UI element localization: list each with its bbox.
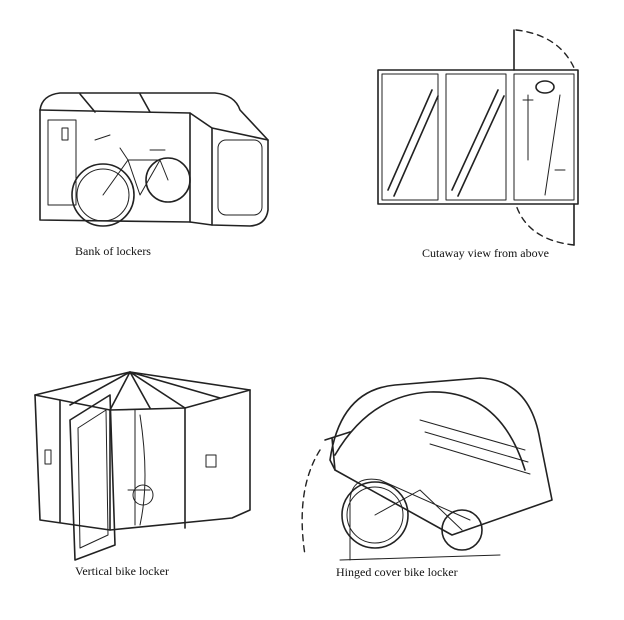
caption-vertical-bike-locker: Vertical bike locker — [75, 564, 169, 578]
caption-bank-of-lockers: Bank of lockers — [75, 244, 151, 258]
cutaway-view-drawing — [377, 29, 579, 246]
caption-hinged-cover-bike-locker: Hinged cover bike locker — [336, 565, 458, 579]
caption-cutaway-view: Cutaway view from above — [422, 246, 549, 260]
hinged-cover-drawing — [301, 377, 553, 561]
bank-of-lockers-drawing — [39, 92, 269, 227]
vertical-locker-drawing — [34, 371, 251, 561]
